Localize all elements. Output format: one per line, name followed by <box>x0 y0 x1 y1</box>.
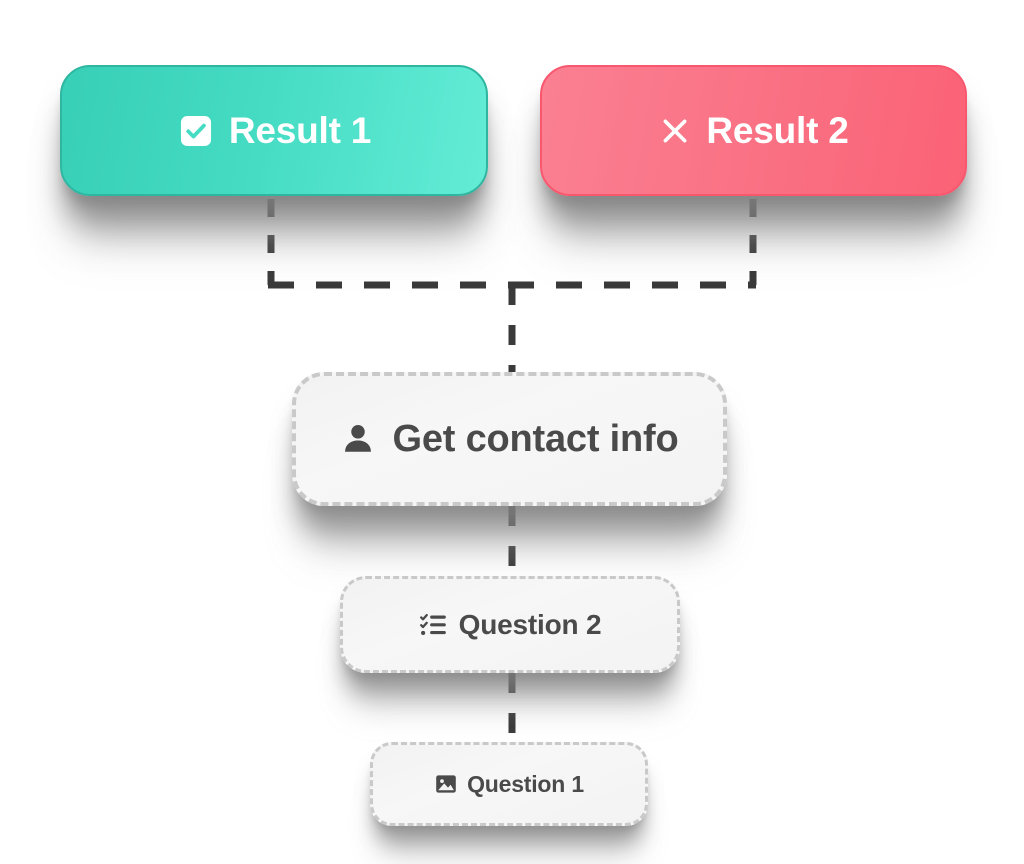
node-get-contact-info[interactable]: Get contact info <box>292 372 727 506</box>
node-result-2-label: Result 2 <box>706 109 849 151</box>
node-question-1[interactable]: Question 1 <box>370 742 648 826</box>
node-result-1-content: Result 1 <box>62 67 486 194</box>
checkbox-checked-icon <box>177 112 215 150</box>
checklist-icon <box>419 610 448 639</box>
node-question-1-label: Question 1 <box>467 770 584 797</box>
node-question-2-content: Question 2 <box>343 579 677 670</box>
node-question-1-content: Question 1 <box>373 745 645 823</box>
node-get-contact-info-label: Get contact info <box>392 417 679 460</box>
node-question-2[interactable]: Question 2 <box>340 576 680 673</box>
node-result-2[interactable]: Result 2 <box>540 65 967 196</box>
node-result-1[interactable]: Result 1 <box>60 65 488 196</box>
node-result-2-content: Result 2 <box>542 67 965 194</box>
node-result-1-label: Result 1 <box>228 109 372 151</box>
image-icon <box>434 772 458 796</box>
node-get-contact-info-content: Get contact info <box>296 376 723 502</box>
person-icon <box>340 421 376 457</box>
close-x-icon <box>658 114 692 148</box>
node-question-2-label: Question 2 <box>458 608 602 640</box>
